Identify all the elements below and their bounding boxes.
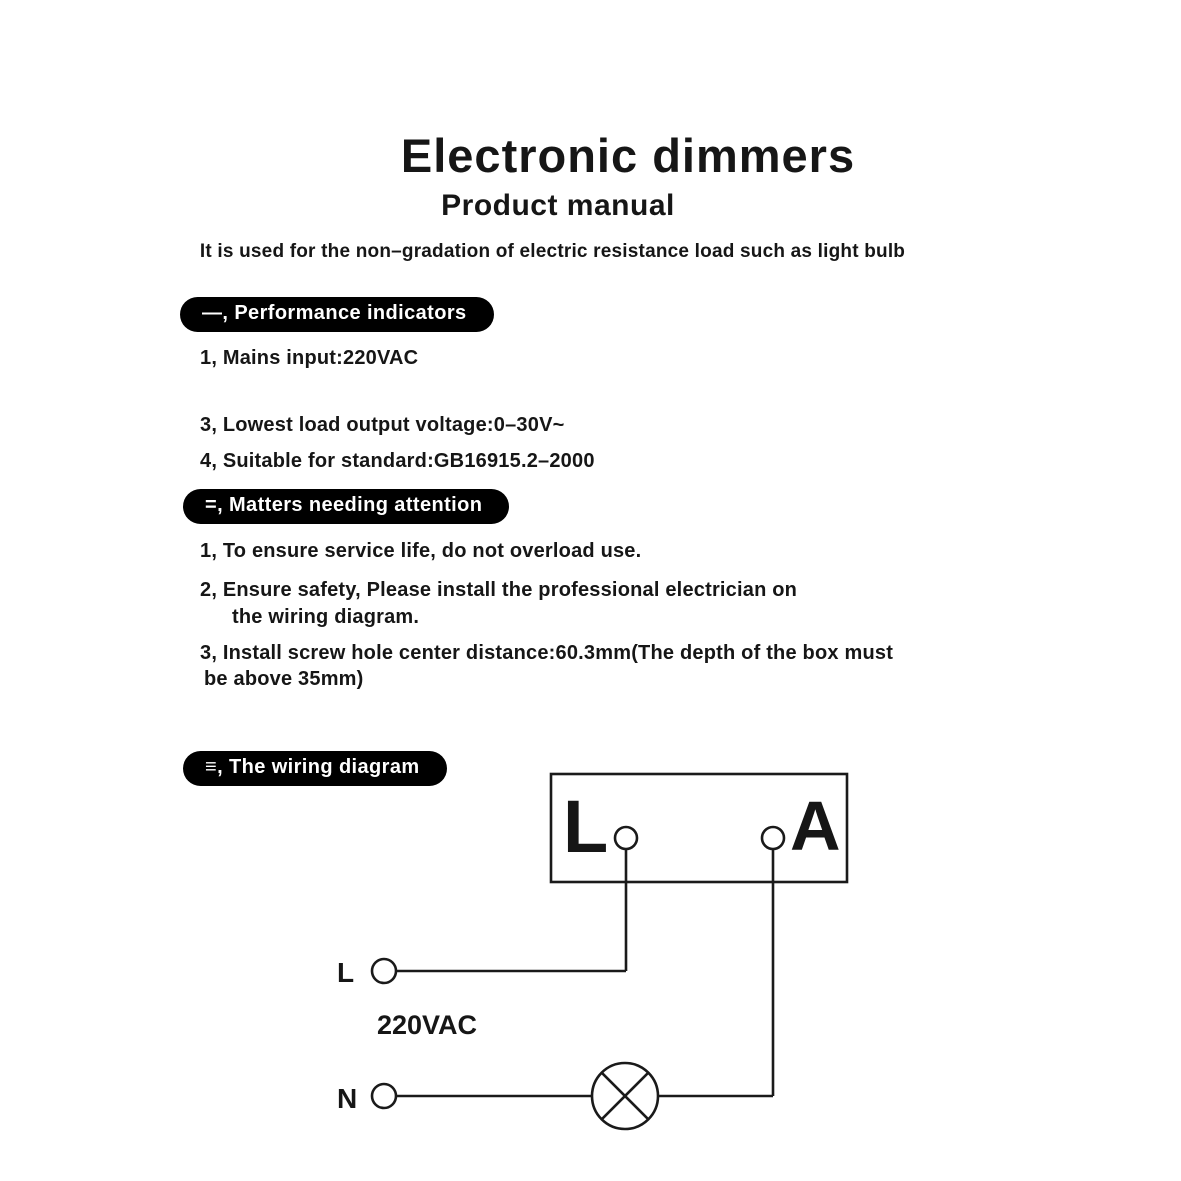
dimmer-box: [549, 772, 849, 884]
performance-item-4: 4, Suitable for standard:GB16915.2–2000: [200, 450, 595, 472]
attention-item-3-line-2: be above 35mm): [204, 668, 364, 690]
live-label: L: [337, 957, 354, 988]
section-heading-wiring: ≡, The wiring diagram: [183, 751, 447, 786]
voltage-label: 220VAC: [377, 1010, 477, 1040]
terminal-l-letter: L: [563, 785, 608, 868]
section-heading-performance-label: —, Performance indicators: [202, 302, 467, 324]
live-terminal-circle: [370, 957, 398, 985]
intro-text: It is used for the non–gradation of elec…: [199, 241, 906, 262]
performance-item-3: 3, Lowest load output voltage:0–30V~: [200, 414, 565, 436]
attention-item-2-line-2: the wiring diagram.: [232, 606, 420, 628]
performance-item-1: 1, Mains input:220VAC: [200, 347, 419, 369]
terminal-l-circle: [613, 825, 639, 851]
terminal-a-letter: A: [790, 787, 841, 865]
page-title: Electronic dimmers: [400, 129, 856, 182]
lamp-cross-diagonal-2: [600, 1071, 650, 1121]
section-heading-attention: =, Matters needing attention: [183, 489, 510, 524]
section-heading-wiring-label: ≡, The wiring diagram: [205, 756, 420, 778]
attention-item-1: 1, To ensure service life, do not overlo…: [200, 540, 642, 562]
terminal-a-circle: [760, 825, 786, 851]
section-heading-performance: —, Performance indicators: [180, 297, 494, 332]
neutral-label: N: [337, 1083, 357, 1114]
section-heading-attention-label: =, Matters needing attention: [205, 494, 483, 516]
attention-item-3-line-1: 3, Install screw hole center distance:60…: [200, 642, 894, 664]
attention-item-2-line-1: 2, Ensure safety, Please install the pro…: [200, 579, 798, 601]
page-subtitle: Product manual: [441, 189, 675, 222]
neutral-terminal-circle: [370, 1082, 398, 1110]
